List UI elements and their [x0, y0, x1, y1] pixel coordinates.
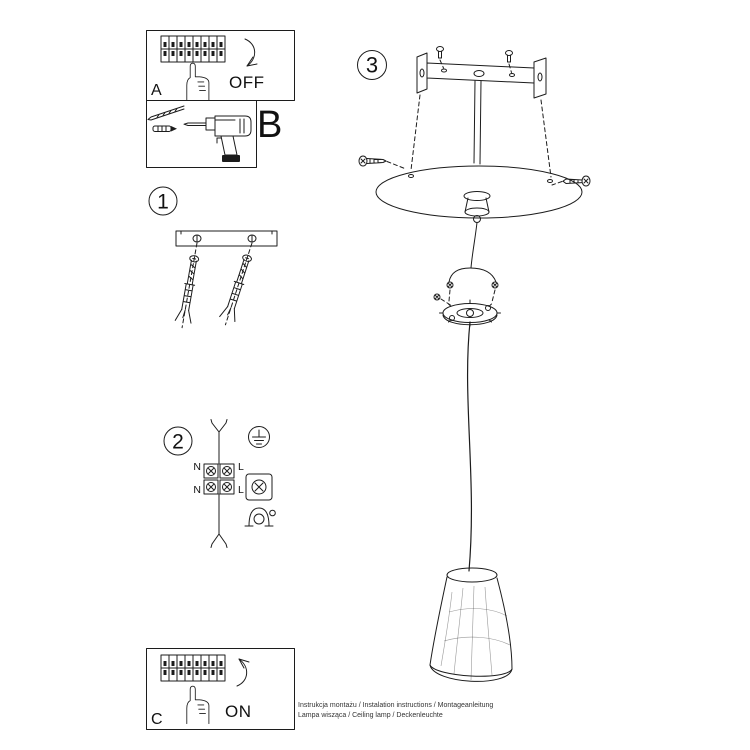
wire-label-n-top: N — [193, 461, 201, 473]
wire-label-l-top: L — [238, 461, 244, 473]
box-c-action-label: ON — [225, 702, 252, 721]
cord-grip-drawing — [433, 267, 501, 327]
alignment-dash-left — [410, 94, 421, 171]
step-1-badge — [148, 186, 178, 216]
box-b-label: B — [257, 104, 282, 146]
side-screw-left-drawing — [358, 155, 407, 170]
terminal-block-drawing — [203, 463, 235, 495]
mains-wire-drawing — [210, 419, 228, 548]
pendant-cable-drawing — [466, 321, 473, 572]
step-3-number: 3 — [366, 53, 378, 78]
box-c-border — [146, 648, 295, 730]
box-c-label: C — [151, 711, 163, 728]
canopy-drawing — [375, 165, 583, 269]
step-1-number: 1 — [157, 191, 169, 214]
step-2-section: 2 N L N L — [163, 419, 276, 548]
pointing-hand-icon — [186, 685, 210, 725]
step-3-section: 3 — [357, 46, 591, 682]
step-1-section: 1 — [148, 186, 278, 330]
pointing-hand-icon — [186, 62, 210, 102]
power-drill-icon — [183, 115, 252, 162]
step-2-badge — [163, 426, 193, 456]
mounting-rail-drawing — [175, 230, 278, 247]
box-b-figure: B — [146, 100, 282, 168]
box-a-figure: A OFF — [146, 30, 295, 102]
flip-on-arrow-icon — [236, 658, 250, 687]
ground-symbol-icon — [248, 426, 270, 448]
box-c-figure: C ON — [146, 648, 295, 730]
lampshade-drawing — [429, 567, 513, 682]
wall-plug-icon — [152, 125, 177, 132]
footer: Instrukcja montażu / Instalation instruc… — [298, 702, 493, 719]
wire-label-n-bottom: N — [193, 484, 201, 496]
step-2-number: 2 — [172, 431, 184, 454]
step-3-badge — [357, 50, 387, 80]
circuit-breaker-icon — [160, 35, 226, 63]
circuit-breaker-icon — [160, 654, 226, 682]
threaded-rod-drawing — [473, 80, 482, 165]
cable-clamp-drawing — [244, 473, 276, 527]
alignment-dash-right — [540, 99, 552, 178]
box-a-label: A — [151, 82, 162, 99]
box-b-border — [146, 100, 257, 168]
wall-anchor-left-drawing — [173, 241, 206, 330]
drill-bit-icon — [147, 105, 185, 121]
wire-label-l-bottom: L — [238, 484, 244, 496]
wall-anchor-right-drawing — [217, 240, 261, 328]
box-a-action-label: OFF — [229, 73, 265, 92]
footer-text-line-2: Lampa wisząca / Ceiling lamp / Deckenleu… — [298, 712, 443, 719]
bracket-screws-drawing — [436, 46, 513, 73]
footer-text-line-1: Instrukcja montażu / Instalation instruc… — [298, 702, 493, 709]
flip-off-arrow-icon — [244, 38, 258, 67]
side-screw-right-drawing — [551, 175, 591, 187]
ceiling-bracket-drawing — [416, 52, 547, 99]
